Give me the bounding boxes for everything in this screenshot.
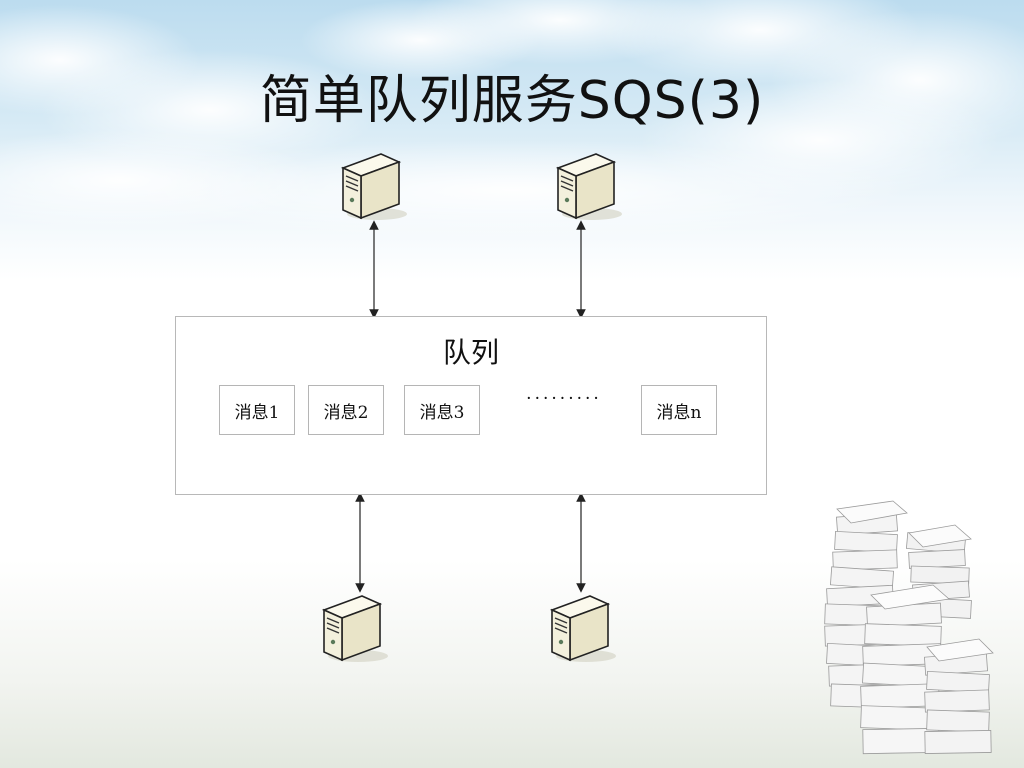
queue-label: 队列 bbox=[442, 336, 499, 369]
page-title: 简单队列服务SQS(3) bbox=[259, 71, 765, 131]
server-icon bbox=[555, 153, 622, 220]
message-box: 消息3 bbox=[404, 385, 480, 435]
message-box: 消息n bbox=[641, 385, 717, 435]
server-icon bbox=[321, 595, 388, 662]
server-icon bbox=[340, 153, 407, 220]
paper-stack-icon bbox=[824, 500, 994, 755]
server-icon bbox=[549, 595, 616, 662]
message-box: 消息1 bbox=[219, 385, 295, 435]
message-box: 消息2 bbox=[308, 385, 384, 435]
queue-box: 队列 消息1 消息2 消息3 ········· 消息n bbox=[175, 316, 767, 495]
message-ellipsis: ········· bbox=[526, 389, 602, 409]
